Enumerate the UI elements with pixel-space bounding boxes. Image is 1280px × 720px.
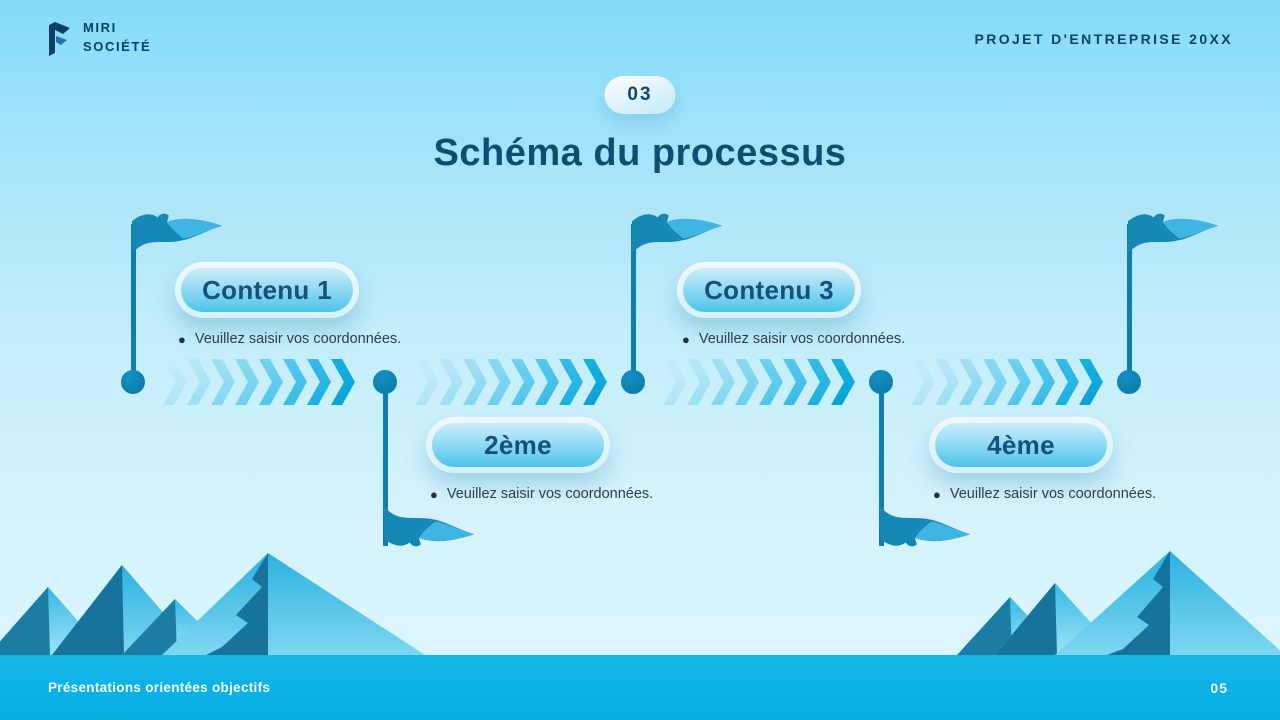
progress-chevrons [163, 359, 355, 405]
mountains-left-illustration [0, 553, 425, 655]
flag-pole [879, 382, 884, 546]
chevron-icon [911, 359, 935, 405]
chevron-icon [187, 359, 211, 405]
company-logo: MIRI SOCIÉTÉ [44, 19, 151, 57]
chevron-icon [487, 359, 511, 405]
milestone-dot [621, 370, 645, 394]
logo-mark-icon [49, 22, 70, 56]
flag-pole [383, 382, 388, 546]
chevron-icon [735, 359, 759, 405]
page-title: Schéma du processus [433, 132, 847, 174]
chevron-icon [235, 359, 259, 405]
progress-chevrons [663, 359, 855, 405]
footer-tagline: Présentations orientées objectifs [48, 680, 271, 695]
chevron-icon [583, 359, 607, 405]
chevron-icon [283, 359, 307, 405]
flag-pole [131, 224, 136, 382]
step-pill-3[interactable]: Contenu 3 [677, 262, 861, 318]
milestone-dot [121, 370, 145, 394]
bullet-icon: ● [682, 331, 690, 347]
chevron-icon [307, 359, 331, 405]
milestone-dot [869, 370, 893, 394]
chevron-icon [983, 359, 1007, 405]
progress-chevrons [415, 359, 607, 405]
logo-name-line2: SOCIÉTÉ [83, 39, 152, 54]
step-description-4: ● Veuillez saisir vos coordonnées. [933, 486, 1156, 502]
chevron-icon [163, 359, 187, 405]
step-description-text: Veuillez saisir vos coordonnées. [949, 486, 1157, 502]
step-label-2: 2ème [432, 423, 604, 467]
chevron-icon [511, 359, 535, 405]
step-description-3: ● Veuillez saisir vos coordonnées. [682, 331, 905, 347]
step-description-2: ● Veuillez saisir vos coordonnées. [430, 486, 653, 502]
project-label: PROJET D'ENTREPRISE 20XX [974, 31, 1233, 47]
chevron-icon [535, 359, 559, 405]
flag-icon [880, 507, 971, 547]
slide-number-badge: 03 [604, 76, 676, 114]
bullet-icon: ● [430, 486, 438, 502]
step-pill-4[interactable]: 4ème [929, 417, 1113, 473]
chevron-icon [663, 359, 687, 405]
flag-icon [384, 507, 475, 547]
bullet-icon: ● [933, 486, 941, 502]
chevron-icon [1055, 359, 1079, 405]
chevron-icon [711, 359, 735, 405]
progress-chevrons [911, 359, 1103, 405]
milestone-dot [373, 370, 397, 394]
chevron-icon [439, 359, 463, 405]
chevron-icon [463, 359, 487, 405]
chevron-icon [959, 359, 983, 405]
step-pill-2[interactable]: 2ème [426, 417, 610, 473]
flag-icon [632, 213, 723, 253]
flag-icon [132, 213, 223, 253]
chevron-icon [759, 359, 783, 405]
step-pill-1[interactable]: Contenu 1 [175, 262, 359, 318]
step-label-4: 4ème [935, 423, 1107, 467]
logo-name-line1: MIRI [83, 20, 117, 36]
step-description-text: Veuillez saisir vos coordonnées. [446, 486, 654, 502]
chevron-icon [1079, 359, 1103, 405]
chevron-icon [415, 359, 439, 405]
step-description-text: Veuillez saisir vos coordonnées. [194, 331, 402, 347]
chevron-icon [259, 359, 283, 405]
mountains-right-illustration [957, 551, 1280, 655]
step-description-1: ● Veuillez saisir vos coordonnées. [178, 331, 401, 347]
chevron-icon [331, 359, 355, 405]
page-number: 05 [1210, 679, 1228, 696]
chevron-icon [1007, 359, 1031, 405]
footer-bar: Présentations orientées objectifs 05 [0, 655, 1280, 720]
flag-pole [631, 224, 636, 382]
milestone-dot [1117, 370, 1141, 394]
step-label-3: Contenu 3 [683, 268, 855, 312]
flag-icon [1128, 213, 1219, 253]
chevron-icon [783, 359, 807, 405]
step-description-text: Veuillez saisir vos coordonnées. [698, 331, 906, 347]
chevron-icon [831, 359, 855, 405]
chevron-icon [935, 359, 959, 405]
chevron-icon [559, 359, 583, 405]
flag-pole [1127, 224, 1132, 382]
step-label-1: Contenu 1 [181, 268, 353, 312]
chevron-icon [807, 359, 831, 405]
chevron-icon [687, 359, 711, 405]
bullet-icon: ● [178, 331, 186, 347]
chevron-icon [211, 359, 235, 405]
chevron-icon [1031, 359, 1055, 405]
